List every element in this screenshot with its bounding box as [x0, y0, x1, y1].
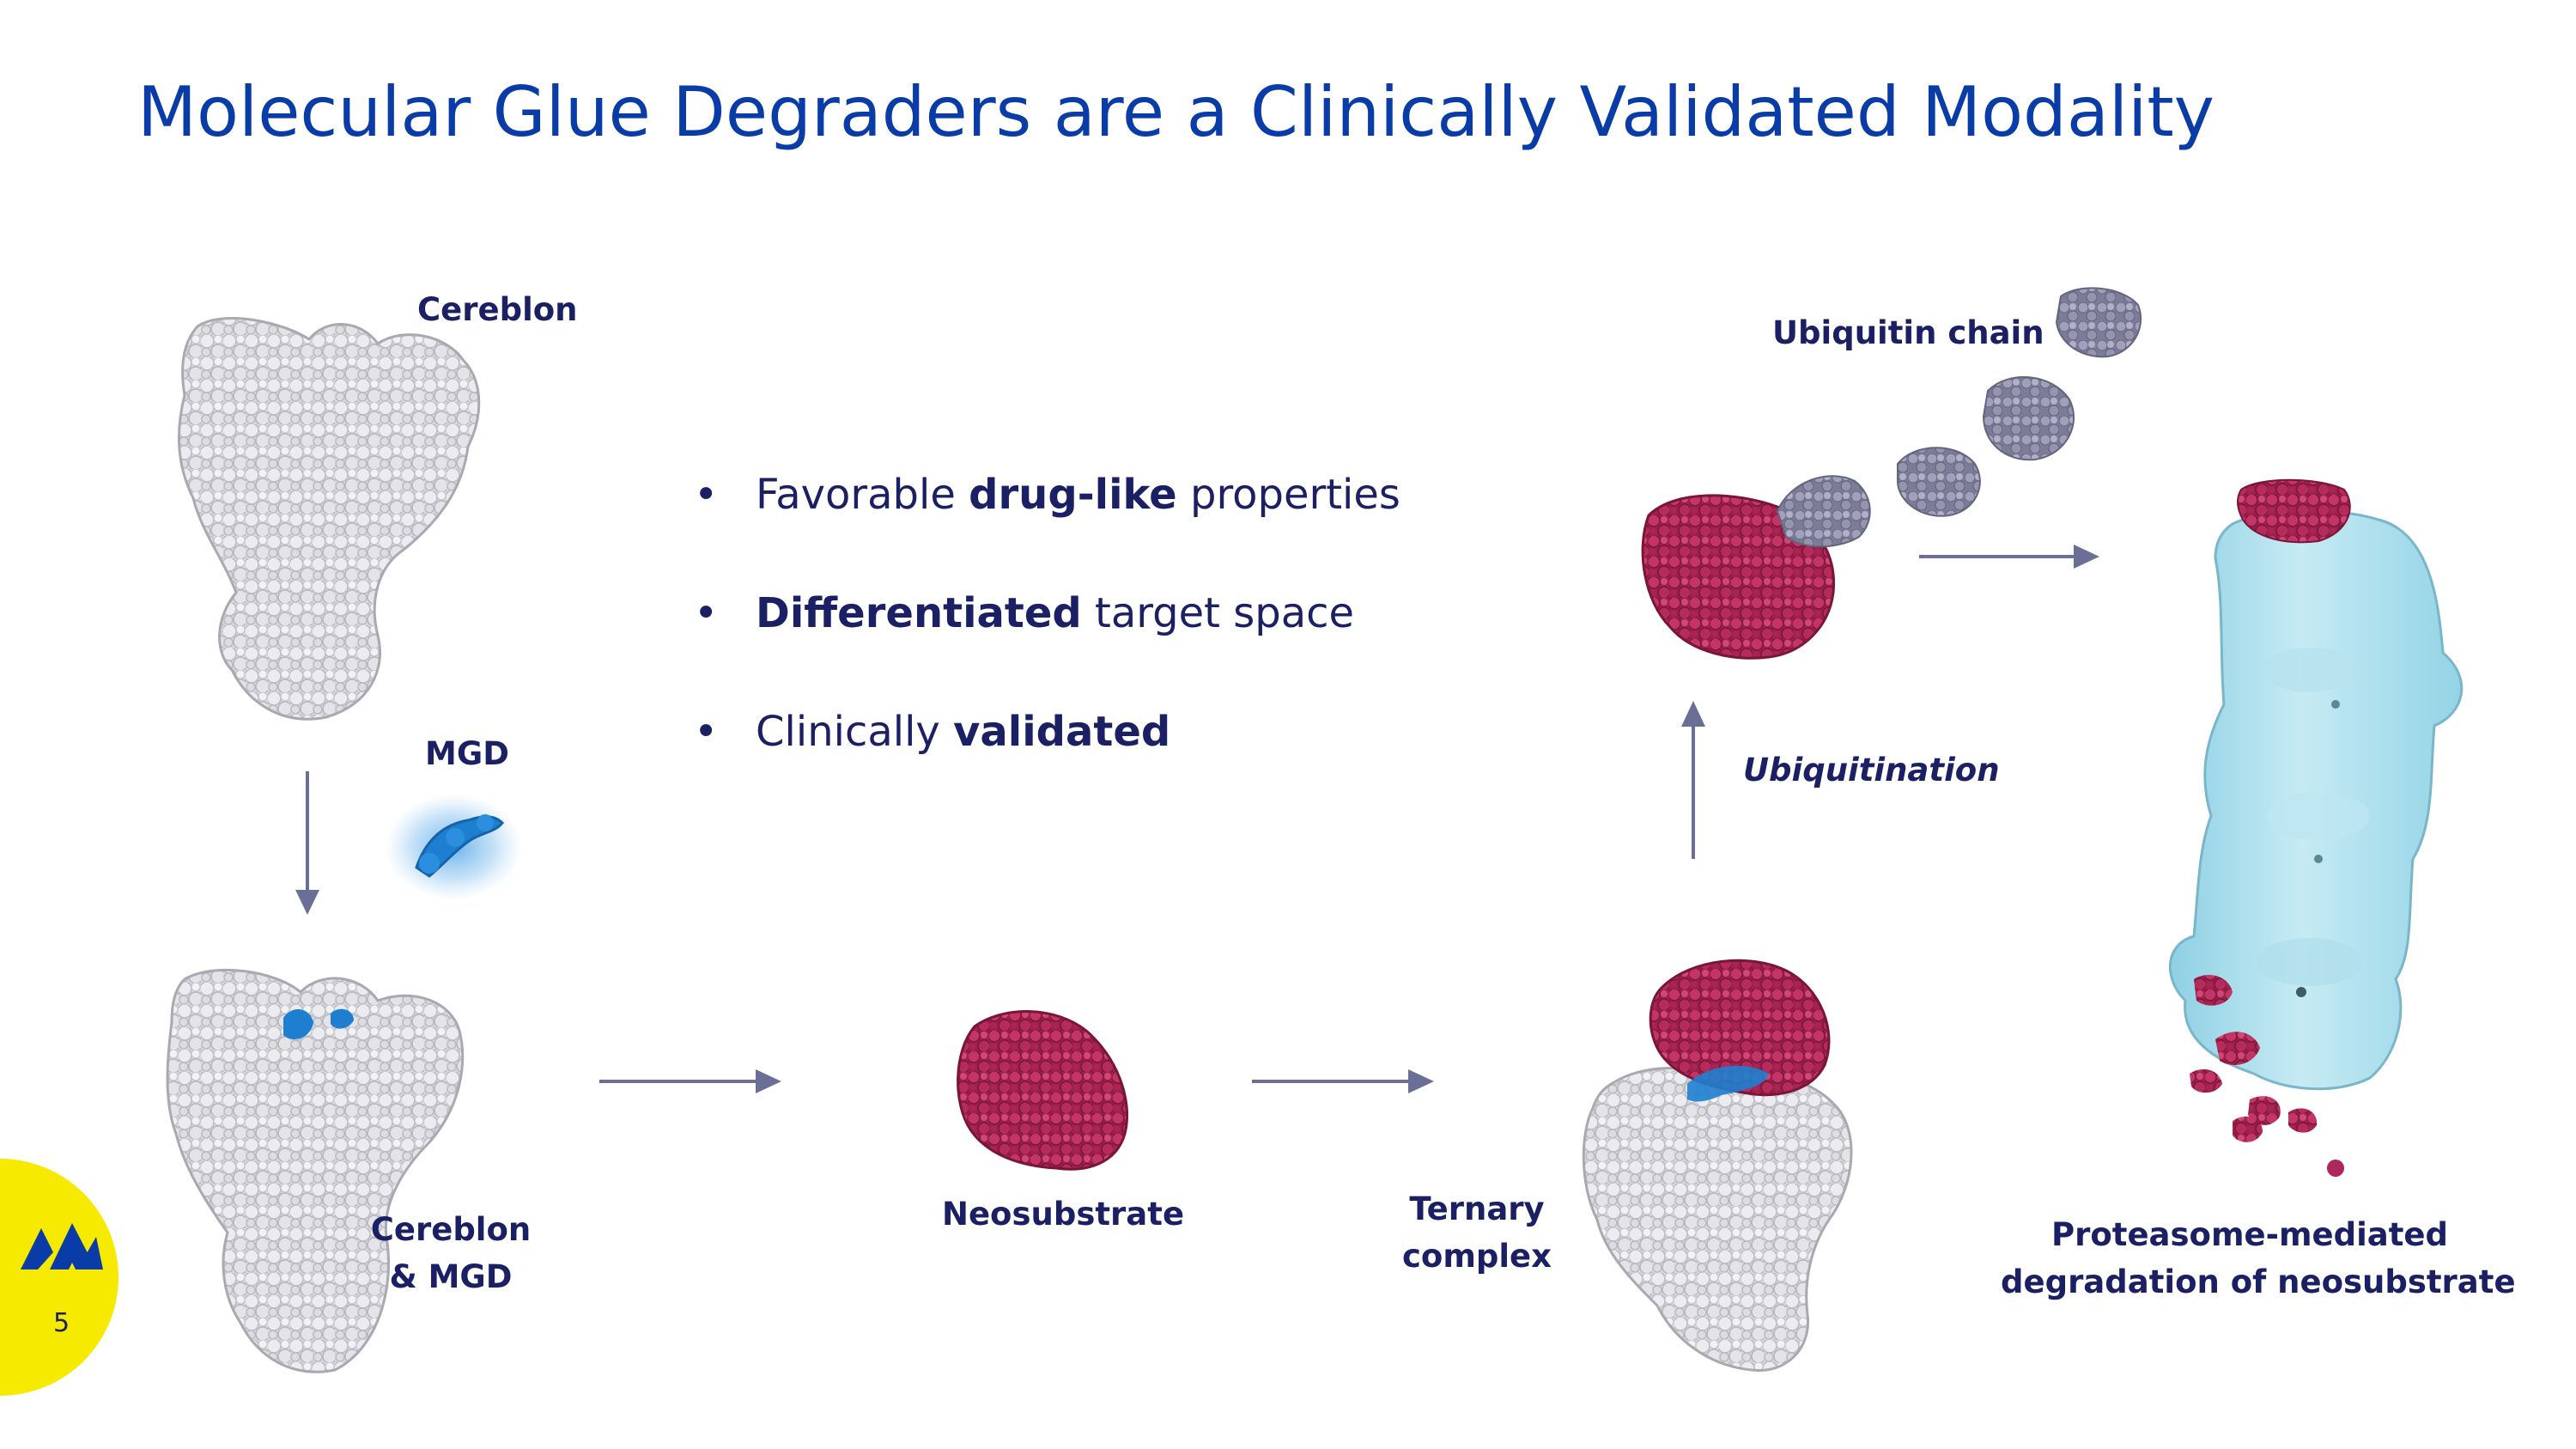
bullet-dot: •	[694, 471, 719, 519]
bullet-dot: •	[694, 708, 719, 756]
company-logo-icon	[0, 1159, 118, 1396]
label-ubiquitin-chain: Ubiquitin chain	[1772, 314, 2044, 351]
key-points-list: •Favorable drug-like properties •Differe…	[687, 471, 1400, 826]
arrow-right-ubiquitin-to-proteasome	[1919, 545, 2099, 569]
bullet-item: •Favorable drug-like properties	[694, 471, 1400, 519]
cereblon-mgd-protein-illustration	[166, 968, 465, 1373]
label-cereblon-mgd-line2: & MGD	[389, 1258, 513, 1295]
label-cereblon-mgd-line1: Cereblon	[370, 1211, 532, 1248]
arrow-right-complex-to-neosubstrate	[599, 1069, 781, 1093]
page-title: Molecular Glue Degraders are a Clinicall…	[137, 72, 2215, 152]
label-ternary-complex: Ternary complex	[1391, 1190, 1563, 1275]
proteasome-illustration	[2168, 478, 2464, 1177]
bullet-item: •Clinically validated	[694, 708, 1171, 756]
degraded-peptide-fragments	[2190, 975, 2344, 1177]
label-mgd: MGD	[425, 735, 509, 772]
bullet-item: •Differentiated target space	[694, 589, 1355, 637]
arrow-up-ternary-to-ubiquitination	[1681, 701, 1705, 859]
label-proteasome-line1: Proteasome-mediated	[2050, 1216, 2449, 1253]
neosubstrate-protein-illustration	[957, 1010, 1129, 1171]
page-number: 5	[53, 1308, 70, 1338]
label-proteasome-line2: degradation of neosubstrate	[2001, 1263, 2516, 1300]
ternary-complex-illustration	[1582, 959, 1853, 1373]
label-proteasome-degradation: Proteasome-mediated degradation of neosu…	[2001, 1216, 2516, 1300]
bullet-dot: •	[694, 589, 719, 637]
arrow-down-cereblon-to-complex	[295, 771, 319, 915]
cereblon-protein-illustration	[177, 317, 481, 721]
mgd-molecule-illustration	[385, 794, 522, 900]
label-ternary-line2: complex	[1401, 1238, 1552, 1275]
label-ternary-line1: Ternary	[1409, 1190, 1545, 1227]
ubiquitinated-neosubstrate-illustration	[1641, 287, 2142, 660]
label-neosubstrate: Neosubstrate	[942, 1196, 1185, 1233]
label-cereblon-mgd: Cereblon & MGD	[369, 1211, 532, 1295]
arrow-right-neosubstrate-to-ternary	[1252, 1069, 1434, 1093]
label-cereblon: Cereblon	[417, 291, 578, 328]
label-ubiquitination: Ubiquitination	[1743, 752, 2000, 788]
